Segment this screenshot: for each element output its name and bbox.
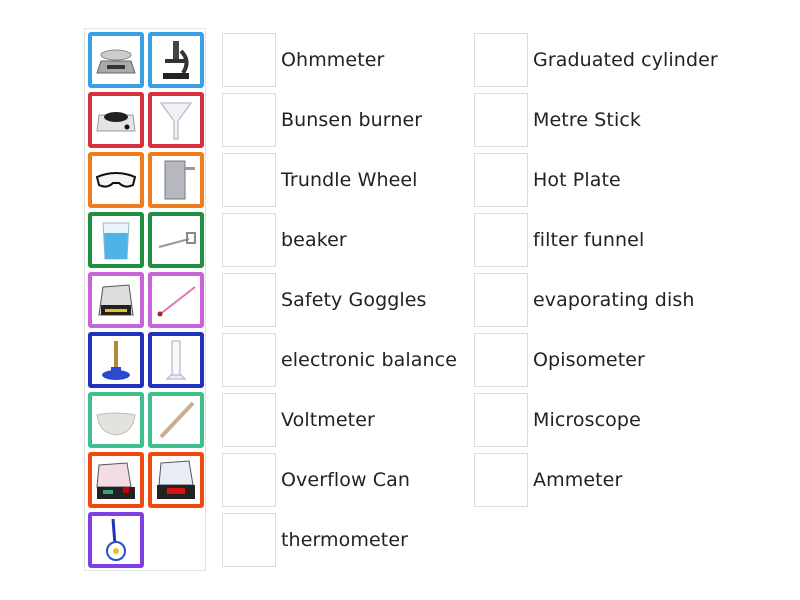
drop-target-box[interactable] [474, 213, 528, 267]
match-label: Safety Goggles [281, 289, 427, 311]
match-label: beaker [281, 229, 347, 251]
match-label: Ohmmeter [281, 49, 385, 71]
draggable-tile-opisometer[interactable] [88, 512, 144, 568]
match-slot: Ohmmeter [222, 33, 384, 87]
drop-target-box[interactable] [474, 453, 528, 507]
drop-target-box[interactable] [222, 33, 276, 87]
drop-target-box[interactable] [222, 273, 276, 327]
ohmmeter-icon [157, 460, 195, 499]
draggable-tile-safety-goggles[interactable] [88, 152, 144, 208]
match-slot: electronic balance [222, 333, 457, 387]
match-label: Metre Stick [533, 109, 641, 131]
beaker-icon [102, 222, 130, 260]
match-label: Overflow Can [281, 469, 411, 491]
drop-target-box[interactable] [222, 393, 276, 447]
match-slot: Graduated cylinder [474, 33, 718, 87]
draggable-tile-deflagrating-spoon[interactable] [148, 212, 204, 268]
match-slot: Ammeter [474, 453, 622, 507]
draggable-tile-electronic-balance[interactable] [88, 32, 144, 88]
draggable-tile-overflow-can[interactable] [148, 152, 204, 208]
match-slot: Opisometer [474, 333, 645, 387]
match-label: Bunsen burner [281, 109, 423, 131]
match-label: Voltmeter [281, 409, 375, 431]
draggable-tile-beaker[interactable] [88, 212, 144, 268]
match-label: Hot Plate [533, 169, 621, 191]
evaporating-dish-icon [96, 412, 136, 436]
safety-goggles-icon [95, 172, 137, 188]
match-label: filter funnel [533, 229, 645, 251]
draggable-tile-ohmmeter[interactable] [148, 452, 204, 508]
drop-target-box[interactable] [222, 93, 276, 147]
match-slot: Hot Plate [474, 153, 621, 207]
opisometer-icon [106, 518, 126, 561]
draggable-tile-bunsen-burner[interactable] [88, 332, 144, 388]
metre-stick-icon [159, 401, 195, 439]
hot-plate-icon [96, 112, 136, 132]
match-label: thermometer [281, 529, 409, 551]
drop-target-box[interactable] [474, 153, 528, 207]
match-label: Graduated cylinder [533, 49, 718, 71]
draggable-tile-thermometer[interactable] [148, 272, 204, 328]
drop-target-box[interactable] [474, 333, 528, 387]
match-label: Trundle Wheel [281, 169, 418, 191]
draggable-tile-evaporating-dish[interactable] [88, 392, 144, 448]
drop-target-box[interactable] [474, 273, 528, 327]
match-slot: beaker [222, 213, 347, 267]
ammeter-icon [96, 462, 135, 499]
bunsen-burner-icon [102, 341, 130, 380]
draggable-tile-microscope[interactable] [148, 32, 204, 88]
draggable-tile-graduated-cylinder[interactable] [148, 332, 204, 388]
overflow-can-icon [164, 160, 195, 200]
match-label: electronic balance [281, 349, 457, 371]
filter-funnel-icon [160, 102, 192, 140]
match-label: Microscope [533, 409, 641, 431]
match-slot: Trundle Wheel [222, 153, 418, 207]
voltmeter-icon [98, 284, 134, 316]
match-slot: Safety Goggles [222, 273, 427, 327]
draggable-tile-ammeter[interactable] [88, 452, 144, 508]
thermometer-icon [157, 286, 196, 317]
drop-target-box[interactable] [474, 33, 528, 87]
draggable-tile-metre-stick[interactable] [148, 392, 204, 448]
match-label: Ammeter [533, 469, 623, 491]
match-slot: Microscope [474, 393, 641, 447]
draggable-tile-voltmeter[interactable] [88, 272, 144, 328]
match-label: Opisometer [533, 349, 645, 371]
match-slot: thermometer [222, 513, 408, 567]
drop-target-box[interactable] [222, 513, 276, 567]
match-slot: Bunsen burner [222, 93, 422, 147]
microscope-icon [163, 41, 189, 79]
match-slot: Overflow Can [222, 453, 410, 507]
drop-target-box[interactable] [222, 153, 276, 207]
match-slot: Metre Stick [474, 93, 641, 147]
drop-target-box[interactable] [222, 453, 276, 507]
draggable-tile-filter-funnel[interactable] [148, 92, 204, 148]
draggable-tile-hot-plate[interactable] [88, 92, 144, 148]
match-slot: evaporating dish [474, 273, 694, 327]
drop-target-box[interactable] [222, 213, 276, 267]
electronic-balance-icon [96, 49, 136, 74]
drop-target-box[interactable] [474, 93, 528, 147]
match-label: evaporating dish [533, 289, 695, 311]
drop-target-box[interactable] [474, 393, 528, 447]
match-slot: filter funnel [474, 213, 644, 267]
deflagrating-spoon-icon [158, 232, 196, 248]
match-slot: Voltmeter [222, 393, 375, 447]
drop-target-box[interactable] [222, 333, 276, 387]
graduated-cylinder-icon [165, 340, 187, 380]
